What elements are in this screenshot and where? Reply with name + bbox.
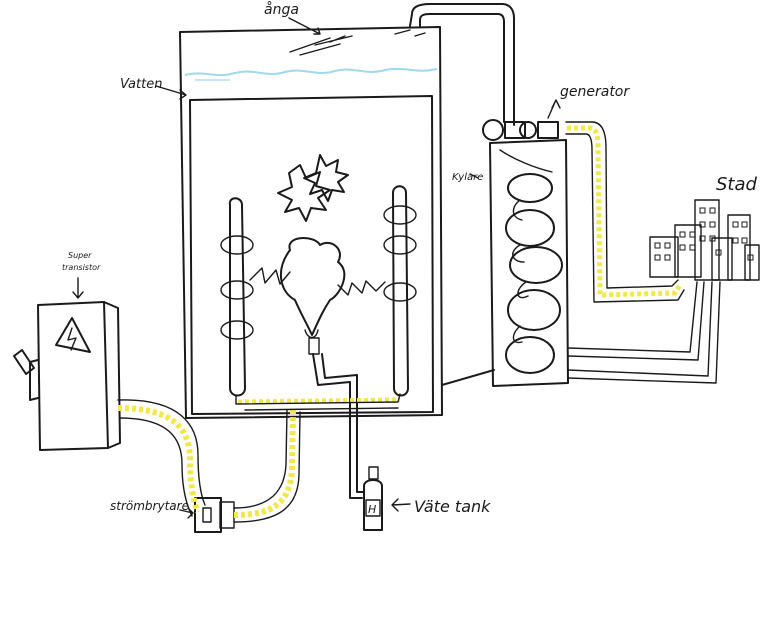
lightning-arcs [249, 267, 386, 296]
hydrogen-nozzle [308, 337, 358, 421]
cable-switch-to-reactor [233, 409, 301, 523]
label-switch: strömbrytare [110, 499, 189, 513]
label-city: Stad [716, 174, 758, 195]
fusion-burst [277, 154, 349, 222]
label-steam: ånga [264, 1, 299, 18]
super-transistor [13, 277, 121, 451]
right-electrode [383, 185, 417, 397]
label-arrows [155, 17, 321, 100]
label-hydrogen-tank: Väte tank [414, 497, 491, 516]
bus-bar [235, 393, 401, 411]
left-electrode [220, 197, 254, 397]
cooler [441, 139, 569, 387]
plasma-blob [279, 237, 346, 339]
reactor-tank [179, 26, 443, 419]
tank-letter: H [368, 503, 376, 516]
power-lines-to-city [565, 121, 721, 384]
label-super: Super [68, 251, 92, 260]
label-generator: generator [560, 84, 630, 100]
label-water: Vatten [120, 77, 162, 92]
water-surface [184, 67, 438, 81]
label-cooler: Kylare [452, 172, 483, 183]
generator [482, 99, 561, 141]
steam-pipe [409, 3, 515, 126]
steam-marks [289, 29, 426, 56]
hydrogen-tank: H [349, 419, 411, 531]
city-skyline [649, 199, 760, 281]
cable-transistor-to-switch [117, 399, 206, 517]
label-transistor: transistor [62, 263, 101, 272]
